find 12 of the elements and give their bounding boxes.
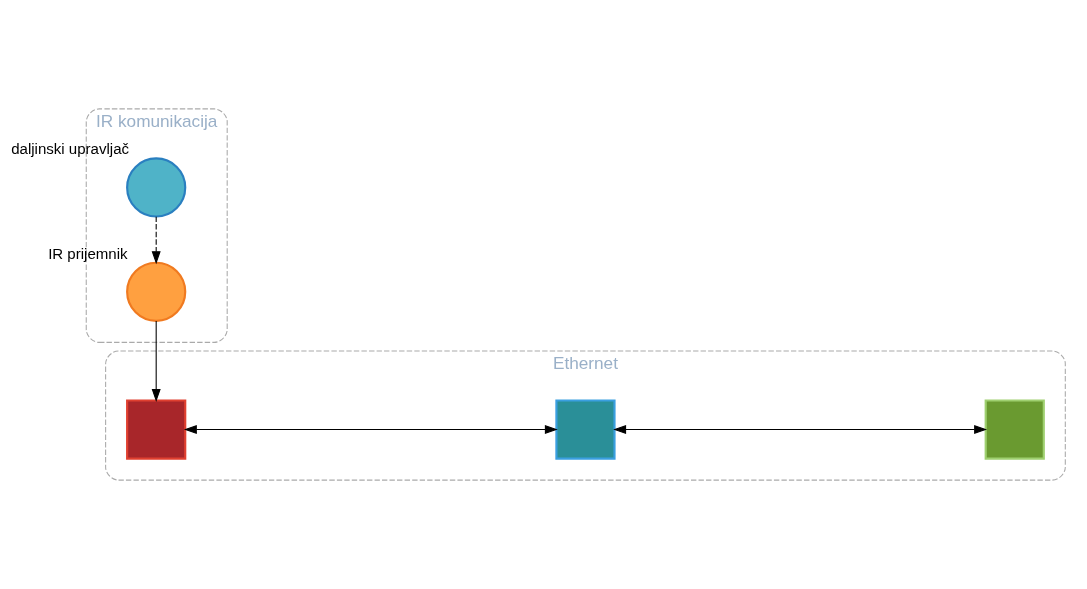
- node-box: [984, 399, 1045, 460]
- arrow: [151, 320, 161, 403]
- arrow: [183, 425, 558, 435]
- node-label: daljinski upravljač: [11, 140, 130, 158]
- arrow: [613, 425, 988, 435]
- node-box: [555, 399, 616, 460]
- cluster: Ethernet: [105, 350, 1066, 481]
- node-box: [126, 399, 187, 460]
- node-circle: [126, 261, 187, 322]
- node-circle: [126, 157, 187, 218]
- node-label: IR prijemnik: [48, 244, 128, 262]
- arrow: [151, 216, 161, 265]
